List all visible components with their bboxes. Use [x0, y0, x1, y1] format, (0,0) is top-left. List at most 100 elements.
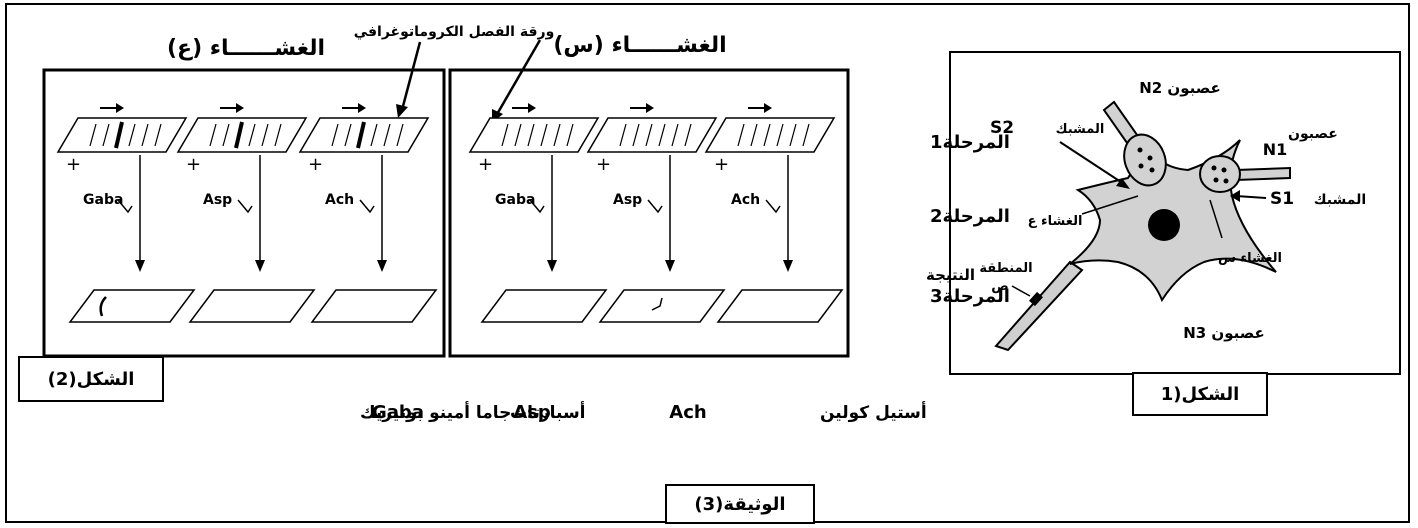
dir-head-sin-1: [646, 103, 654, 113]
zone-letter: ص: [991, 279, 1009, 294]
paper-top-ain-0: [56, 117, 188, 153]
flow-head-sin-2: [783, 260, 793, 272]
dir-head-sin-0: [528, 103, 536, 113]
s1-pointer: [1235, 195, 1267, 199]
paper-mark-sin-2-2: [763, 123, 771, 147]
substance-arrow-ain-1: [237, 199, 253, 214]
nucleus: [1148, 209, 1180, 241]
paper-mark-sin-1-4: [671, 123, 679, 147]
substance-arrow-sin-2: [765, 199, 781, 214]
zone-pointer: [1011, 285, 1031, 297]
paper-mark-ain-0-5: [154, 123, 162, 147]
result-spot-sin-1: [651, 297, 663, 311]
substance-ain-1: Asp: [203, 192, 232, 208]
paper-mark-sin-2-0: [737, 123, 745, 147]
paper-mark-ain-1-3: [248, 123, 256, 147]
paper-mark-ain-1-0: [209, 123, 217, 147]
substance-ain-2: Ach: [325, 192, 354, 208]
paper-mark-sin-1-1: [632, 123, 640, 147]
plus-ain-1: +: [186, 154, 201, 175]
paper-mark-ain-1-1: [222, 123, 230, 147]
membrane-sin-fig1: الغشاء س: [1218, 251, 1282, 266]
paper-mark-ain-2-1: [344, 123, 352, 147]
paper-mark-ain-1-5: [274, 123, 282, 147]
paper-mark-sin-0-0: [501, 123, 509, 147]
plus-sin-1: +: [596, 154, 611, 175]
substance-sin-2: Ach: [731, 192, 760, 208]
paper-top-sin-0: [468, 117, 600, 153]
substance-arrow-ain-2: [359, 199, 375, 214]
paper-label: ورقة الفصل الكروماتوغرافي: [354, 24, 555, 40]
synapse-s1-label: المشبك: [1314, 192, 1366, 208]
substance-sin-0: Gaba: [495, 192, 535, 208]
paper-bottom-ain-1: [188, 289, 316, 323]
spot-thick-1: [234, 121, 244, 149]
paper-mark-ain-0-3: [128, 123, 136, 147]
paper-mark-sin-0-1: [514, 123, 522, 147]
terminal-n1: [1199, 155, 1241, 193]
legend-gaba-code: Gaba: [372, 402, 424, 423]
legend-ach-name: أستيل كولين: [820, 401, 927, 423]
paper-bottom-sin-2: [716, 289, 844, 323]
membrane-sin-title: الغشــــــاء (س): [553, 33, 726, 58]
s2-pointer-head: [1116, 178, 1130, 189]
paper-mark-sin-0-4: [553, 123, 561, 147]
substance-sin-1: Asp: [613, 192, 642, 208]
panel-membrane-sin: [448, 68, 850, 358]
paper-pointer-line-2: [494, 39, 542, 117]
flow-head-ain-0: [135, 260, 145, 272]
paper-mark-sin-0-3: [540, 123, 548, 147]
paper-mark-sin-1-0: [619, 123, 627, 147]
paper-bottom-ain-0: [68, 289, 196, 323]
synapse-s2-label: المشبك: [1056, 122, 1105, 137]
paper-pointer-head: [396, 104, 408, 118]
dir-head-ain-0: [116, 103, 124, 113]
synapse-s2-code: S2: [990, 118, 1014, 138]
paper-mark-sin-0-2: [527, 123, 535, 147]
s1-pointer-head: [1230, 190, 1240, 202]
flow-head-ain-1: [255, 260, 265, 272]
paper-mark-sin-2-4: [789, 123, 797, 147]
axon-n3: [994, 260, 1084, 352]
paper-mark-ain-0-4: [141, 123, 149, 147]
flow-head-sin-0: [547, 260, 557, 272]
s2-pointer: [1059, 141, 1125, 185]
substance-arrow-sin-1: [647, 199, 663, 214]
legend-asp-code: Asp: [513, 402, 551, 423]
paper-bottom-ain-2: [310, 289, 438, 323]
paper-mark-ain-1-4: [261, 123, 269, 147]
neuron-n1-code: N1: [1263, 140, 1288, 159]
result-spot-ain-0: [99, 296, 107, 317]
paper-top-ain-1: [176, 117, 308, 153]
substance-arrow-sin-0: [529, 199, 545, 214]
neuron-n3-label: عصبون N3: [1183, 324, 1265, 342]
neuron-n1-word: عصبون: [1288, 126, 1338, 142]
plus-ain-2: +: [308, 154, 323, 175]
figure2-caption: الشكل(2): [18, 356, 164, 402]
paper-mark-ain-0-0: [89, 123, 97, 147]
paper-mark-sin-2-1: [750, 123, 758, 147]
sin-pointer: [1209, 199, 1223, 239]
zone-sad-mark: [1029, 291, 1043, 307]
paper-mark-ain-2-0: [331, 123, 339, 147]
membrane-ain-title: الغشــــــاء (ع): [167, 36, 325, 61]
legend-gaba-name: جاما أمينو بوتيريك: [360, 401, 511, 423]
dir-head-ain-1: [236, 103, 244, 113]
plus-sin-2: +: [714, 154, 729, 175]
paper-mark-ain-2-3: [370, 123, 378, 147]
paper-bottom-sin-0: [480, 289, 608, 323]
paper-mark-ain-0-1: [102, 123, 110, 147]
paper-top-ain-2: [298, 117, 430, 153]
figure1-caption: الشكل(1: [1132, 372, 1268, 416]
paper-mark-sin-2-3: [776, 123, 784, 147]
zone-word: المنطقة: [979, 261, 1032, 276]
flow-head-sin-1: [665, 260, 675, 272]
paper-top-sin-2: [704, 117, 836, 153]
dir-head-ain-2: [358, 103, 366, 113]
paper-mark-sin-1-5: [684, 123, 692, 147]
paper-pointer-line: [400, 41, 422, 111]
paper-mark-sin-2-5: [802, 123, 810, 147]
legend-asp-name: أسبارتات: [510, 401, 586, 423]
neuron-n2-label: عصبون N2: [1139, 79, 1221, 97]
